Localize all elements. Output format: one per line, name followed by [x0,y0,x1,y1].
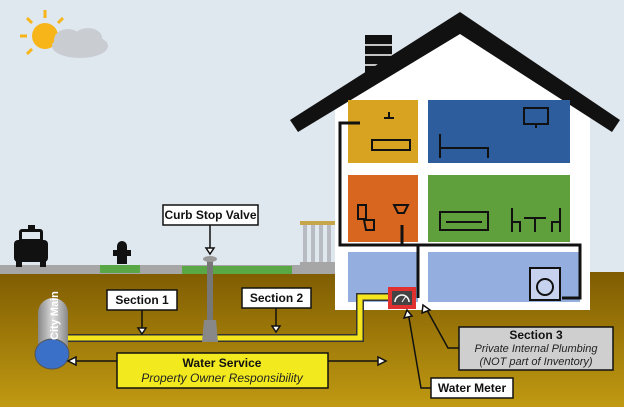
water-service-callout: Water Service Property Owner Responsibil… [116,352,329,389]
sofa-icon [439,211,489,231]
section1-callout: Section 1 [106,289,178,311]
tv-icon [523,107,549,128]
water-service-title: Water Service [183,356,262,370]
section3-line1: Private Internal Plumbing [475,343,599,355]
section2-callout: Section 2 [241,287,312,309]
porch [300,262,345,274]
toilet-icon [357,204,375,231]
section1-label: Section 1 [115,293,169,307]
section3-line2: (NOT part of Inventory) [479,356,592,368]
water-service-subtitle: Property Owner Responsibility [141,371,303,385]
city-main-label: City Main [49,291,61,340]
internal-plumbing [338,121,582,300]
cloud-icon [52,28,108,58]
fire-hydrant-icon [113,241,131,264]
living-room [428,175,570,242]
washing-machine-icon [529,267,561,301]
grass-strip [100,265,140,273]
sink-icon [392,204,410,214]
table-chairs-icon [511,208,561,232]
curb-stop-valve-label: Curb Stop Valve [164,208,256,222]
city-main: City Main [34,291,70,370]
sun-icon [20,10,65,56]
grass-strip [182,266,292,274]
callout-arrows [66,225,459,389]
bedroom [428,100,570,163]
bathroom [348,100,418,163]
roof [290,12,620,132]
water-meter-label: Water Meter [438,381,507,395]
water-meter-icon [388,287,416,309]
bathtub-icon [371,112,411,151]
section2-label: Section 2 [250,291,304,305]
bed-icon [439,134,489,158]
section3-title: Section 3 [509,328,563,342]
porch-columns [300,221,336,262]
car-icon [14,225,48,267]
water-meter-callout: Water Meter [430,377,514,399]
section3-callout: Section 3 Private Internal Plumbing (NOT… [458,326,614,371]
curb-stop-valve-callout: Curb Stop Valve [162,204,259,226]
sidewalk [0,265,300,274]
curb-stop-valve [202,256,218,342]
